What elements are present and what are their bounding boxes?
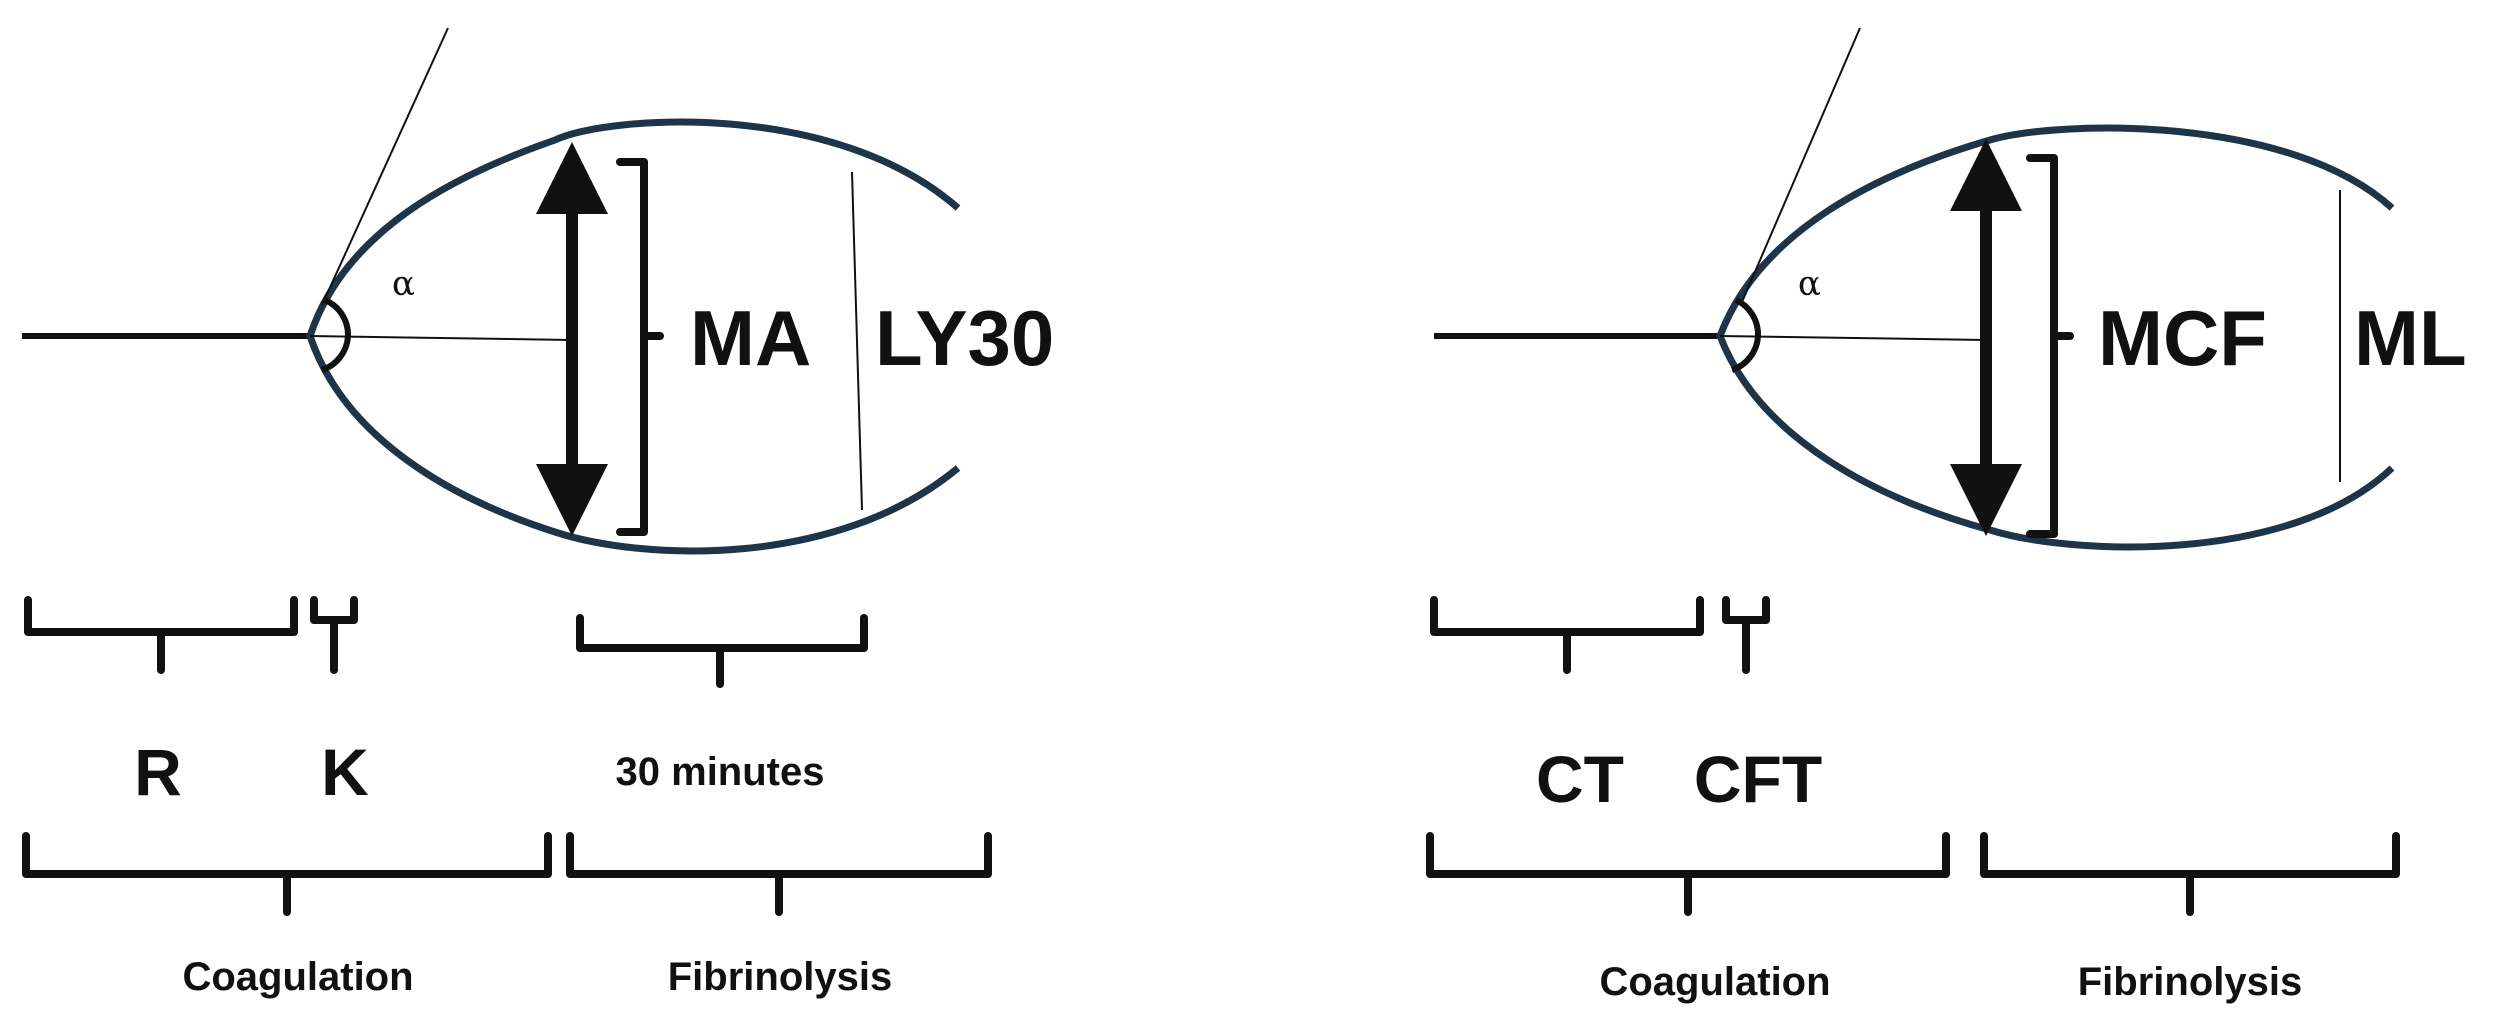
time-label-r: R [134,735,182,809]
fibrinolysis-brace [566,832,992,916]
alpha-symbol: α [1798,264,1821,304]
lysis-line [851,171,863,511]
phase-label-fibrinolysis: Fibrinolysis [668,955,893,999]
amplitude-bracket [2026,154,2074,538]
rotem-panel: α MCF ML CT CFT Coagulation Fibrinolysis [1426,27,2467,1004]
time-label-cft: CFT [1694,742,1822,816]
cft-brace [1722,596,1770,674]
lysis-label: LY30 [875,294,1054,382]
alpha-angle-arc [320,297,352,373]
phase-label-coagulation: Coagulation [1599,960,1830,1004]
reference-line [309,335,573,341]
interval-brace [576,614,868,688]
alpha-angle-arc [1730,297,1762,373]
coagulation-brace [1426,832,1950,916]
phase-label-coagulation: Coagulation [182,955,413,999]
coagulation-brace [22,832,552,916]
teg-panel: α MA LY30 R K 30 minutes Coagulation Fib… [22,27,1054,999]
fibrinolysis-brace [1980,832,2400,916]
time-label-k: K [321,735,369,809]
alpha-tangent-line [1741,27,1861,303]
r-brace [24,596,298,674]
reference-line [1719,335,1987,341]
alpha-tangent-line [321,27,449,306]
amplitude-label: MA [690,294,811,382]
ct-brace [1430,596,1704,674]
phase-label-fibrinolysis: Fibrinolysis [2078,960,2303,1004]
lysis-label: ML [2354,294,2467,382]
interval-label: 30 minutes [616,750,825,794]
amplitude-bracket [616,158,664,536]
amplitude-label: MCF [2098,294,2267,382]
alpha-symbol: α [392,264,415,304]
k-brace [310,596,358,674]
time-label-ct: CT [1536,742,1624,816]
